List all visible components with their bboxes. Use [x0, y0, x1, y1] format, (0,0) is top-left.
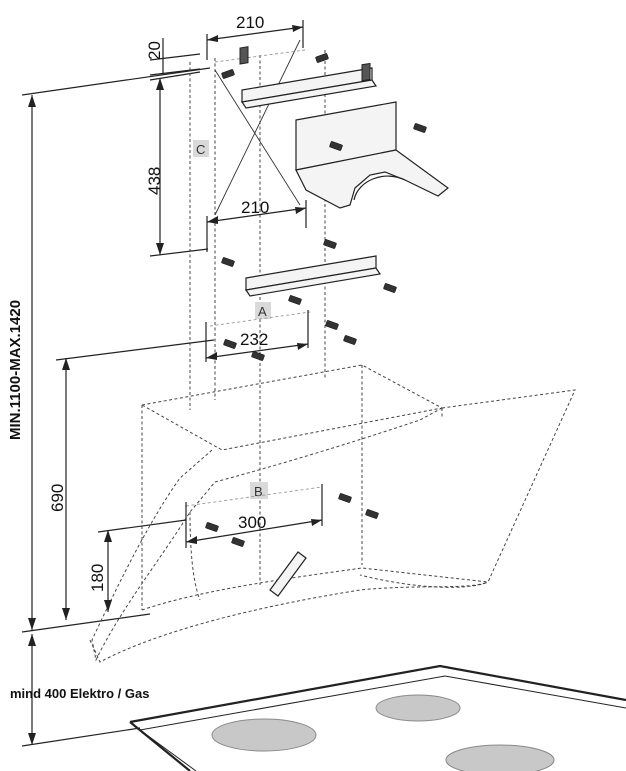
screws-bottom	[205, 493, 379, 547]
screw-icon	[223, 339, 237, 349]
clearance-dimension	[21, 634, 141, 747]
screw-icon	[221, 257, 235, 267]
bracket-height-label: 438	[145, 167, 164, 195]
top-bracket-rail	[239, 46, 378, 109]
bracket-width-label: 210	[241, 198, 269, 217]
hood-hook-bracket	[295, 101, 449, 209]
hood-body	[89, 364, 576, 663]
screw-icon	[413, 123, 427, 133]
label-c-box	[193, 140, 209, 157]
overall-height-label: MIN.1100-MAX.1420	[7, 300, 24, 440]
screw-icon	[251, 351, 265, 361]
screw-icon	[221, 69, 235, 79]
hob-burner-icon	[211, 718, 317, 752]
screw-icon	[383, 283, 397, 293]
top-offset-dimension	[149, 38, 201, 76]
hob-burner-icon	[445, 744, 555, 771]
screw-icon	[343, 335, 357, 345]
screw-icon	[288, 295, 302, 305]
lower-spacing-dimension	[185, 484, 323, 548]
upper-spacing-dimension	[205, 310, 309, 362]
diagonal-cross	[214, 39, 306, 216]
screw-icon	[323, 239, 337, 249]
screw-icon	[325, 320, 339, 330]
hob-burner-icon	[375, 694, 461, 722]
screw-icon	[338, 493, 352, 503]
screwdriver-icon	[269, 551, 307, 597]
top-offset-label: 20	[145, 41, 164, 60]
bottom-offset-dimension	[97, 519, 187, 612]
screws-top	[221, 53, 427, 361]
screw-icon	[205, 522, 219, 532]
upper-spacing-label: 232	[240, 330, 268, 349]
bottom-offset-label: 180	[88, 564, 107, 592]
overall-height-dimension	[21, 67, 211, 633]
middle-bracket-rail	[244, 255, 382, 297]
hob	[129, 664, 626, 771]
label-a: A	[258, 304, 267, 319]
screw-icon	[365, 509, 379, 519]
screw-icon	[231, 537, 245, 547]
label-b: B	[254, 484, 263, 499]
screw-icon	[329, 141, 343, 151]
lower-spacing-label: 300	[238, 513, 266, 532]
label-c: C	[196, 142, 205, 157]
label-a-box	[255, 302, 271, 319]
screw-icon	[315, 53, 329, 63]
bracket-height-dimension	[149, 71, 209, 257]
bracket-width-dimension	[206, 200, 307, 252]
hood-height-dimension	[55, 339, 215, 620]
clearance-label: mind 400 Elektro / Gas	[10, 686, 149, 701]
top-width-dimension	[206, 20, 304, 60]
top-width-label: 210	[236, 13, 264, 32]
hood-height-label: 690	[48, 484, 67, 512]
